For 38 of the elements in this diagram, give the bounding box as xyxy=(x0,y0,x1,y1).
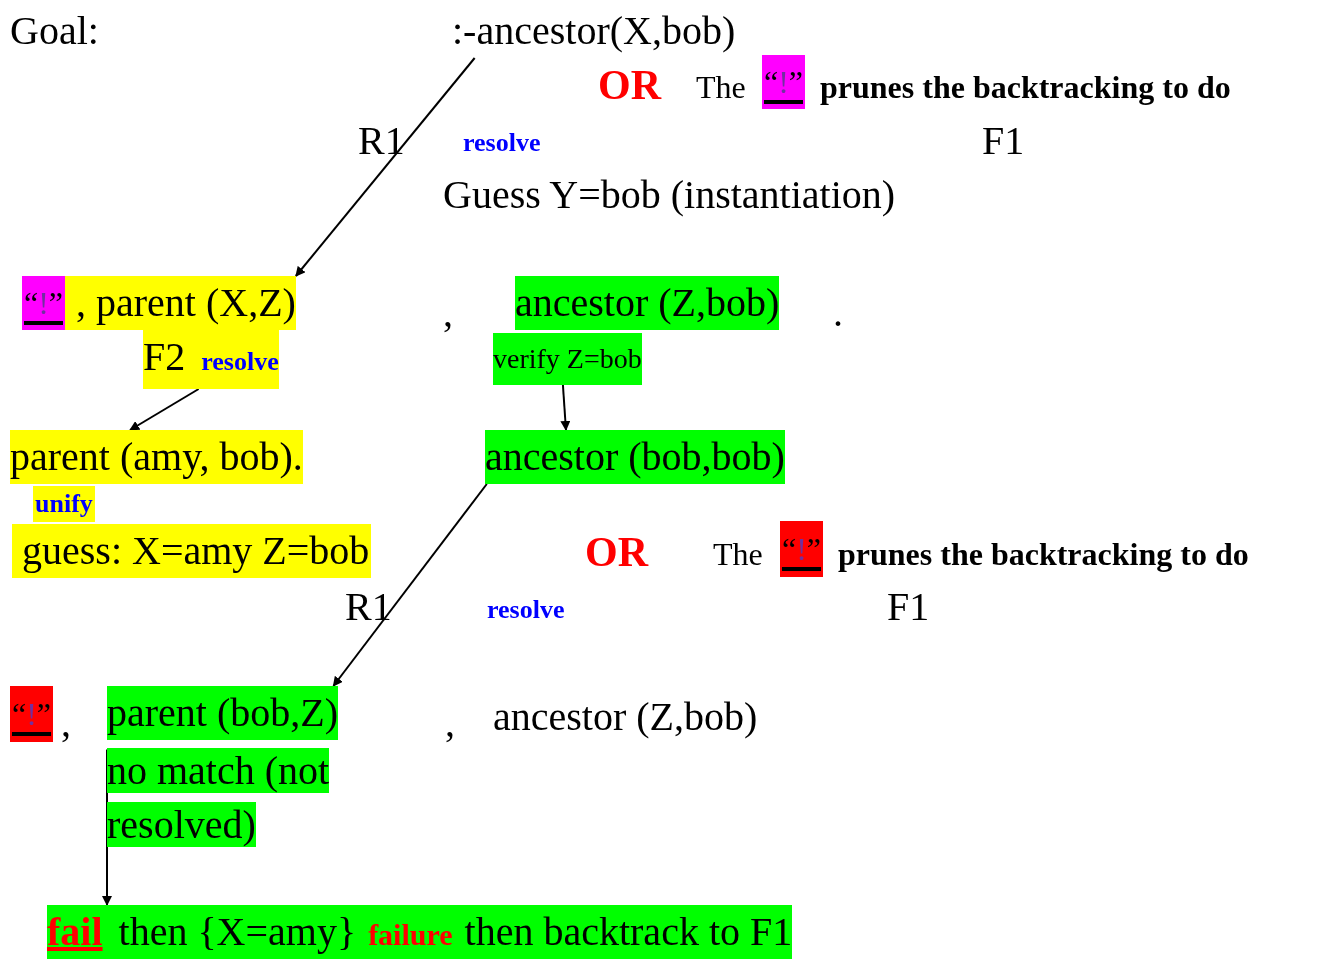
fact-label: F1 xyxy=(982,117,1025,165)
cut-symbol: “!” xyxy=(762,55,806,109)
step-band: unify xyxy=(33,486,95,522)
step-label: resolve xyxy=(487,595,565,625)
rule-label: R1 xyxy=(358,117,405,165)
arrow xyxy=(560,384,571,431)
period: . xyxy=(833,289,843,337)
or-label: OR xyxy=(598,61,661,110)
goal-band: ancestor (bob,bob) xyxy=(485,430,785,484)
comma: , xyxy=(61,699,71,747)
comma: , xyxy=(445,699,455,747)
fact-label: F1 xyxy=(887,583,930,631)
or-label: OR xyxy=(585,528,648,577)
step-band: F2 resolve xyxy=(143,330,279,389)
result-band: fail then {X=amy} failure then backtrack to F1 xyxy=(47,905,793,959)
goal-text: :-ancestor(X,bob) xyxy=(452,4,736,58)
cut-marker: “!” xyxy=(10,686,54,742)
note-text: The xyxy=(696,68,746,107)
cut-marker: “!” xyxy=(22,276,66,330)
binding-band: guess: X=amy Z=bob xyxy=(12,524,372,578)
cut-symbol: “!” xyxy=(780,521,824,577)
goal-band: ancestor (Z,bob) xyxy=(515,276,780,330)
fact-band: parent (amy, bob). xyxy=(10,430,303,484)
clause-band: , parent (X,Z) “!” xyxy=(22,276,296,330)
arrow xyxy=(129,388,200,431)
rule-label: R1 xyxy=(345,583,392,631)
note-text: Guess Y=bob (instantiation) xyxy=(443,171,896,219)
comma: , xyxy=(443,289,453,337)
goal-band: parent (bob,Z) xyxy=(107,686,338,740)
goal-label: Goal: xyxy=(10,7,99,55)
arrow xyxy=(294,57,476,277)
goal-text: ancestor (Z,bob) xyxy=(493,693,758,741)
note-text: prunes the backtracking to do xyxy=(838,535,1249,574)
arrow xyxy=(332,483,488,687)
step-label: resolve xyxy=(463,128,541,158)
step-band: verify Z=bob xyxy=(493,333,642,385)
note-text: The xyxy=(713,535,763,574)
note-text: prunes the backtracking to do xyxy=(820,68,1231,107)
